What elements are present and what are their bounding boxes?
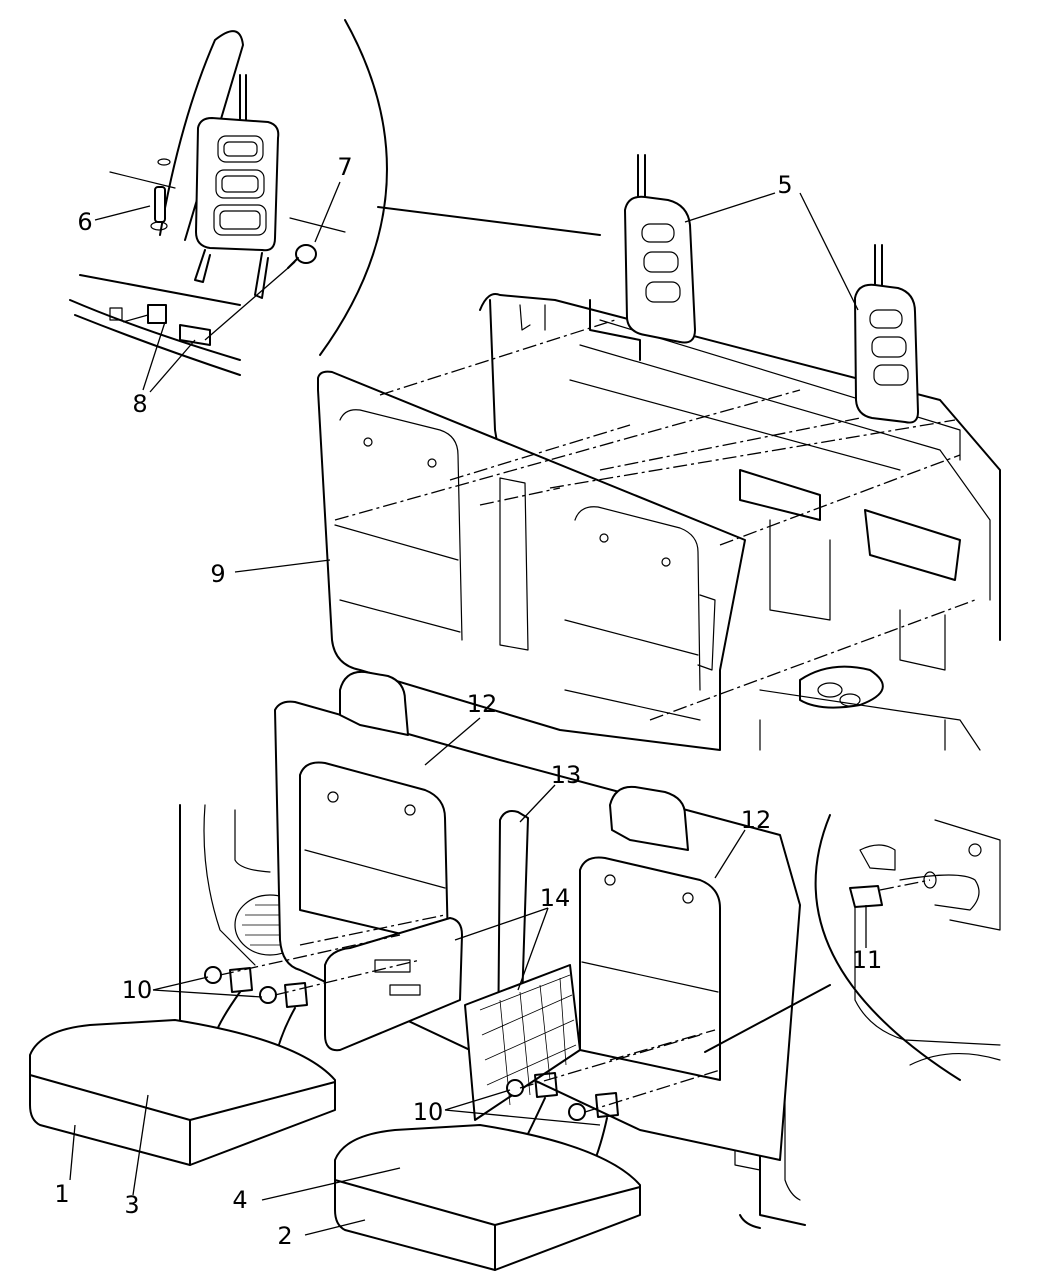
callout-8: 8 <box>132 390 147 418</box>
seat-back-12-left <box>299 761 449 946</box>
callout-5: 5 <box>777 171 792 199</box>
callout-9: 9 <box>210 560 225 588</box>
part-11-latch <box>849 885 883 908</box>
callout-14: 14 <box>540 884 571 912</box>
seat-back-12-right <box>579 856 721 1081</box>
headrest-detail <box>195 117 280 252</box>
part-10-nut-b <box>259 986 277 1004</box>
part-14-panel-right <box>464 964 581 1121</box>
headrest-sweep-outline <box>159 30 244 241</box>
callout-7: 7 <box>337 153 352 181</box>
upper-headrests <box>624 154 919 424</box>
seat-cushion-left <box>29 1019 336 1166</box>
part-7-bolt <box>295 244 317 264</box>
headrest-left <box>624 195 696 344</box>
callout-12-right: 12 <box>741 806 772 834</box>
inset-pointer-line <box>377 206 601 236</box>
part-10-nut-c <box>506 1079 524 1097</box>
part-14-panel-left <box>324 917 463 1052</box>
callout-6: 6 <box>77 208 92 236</box>
callout-12-left: 12 <box>467 690 498 718</box>
seat-cushion-right <box>334 1124 641 1271</box>
seat-back-panel <box>317 370 746 751</box>
inset-boundary-arc-lower <box>814 814 961 1081</box>
part-6-pin <box>154 186 166 223</box>
seat-back-open <box>204 670 801 1173</box>
callout-13: 13 <box>551 761 582 789</box>
inset-pointer-line-lower <box>704 984 831 1053</box>
callout-10-lower: 10 <box>413 1098 444 1126</box>
callout-3: 3 <box>124 1191 139 1219</box>
seat-back-assembly <box>317 319 976 751</box>
callout-1: 1 <box>54 1180 69 1208</box>
callout-4: 4 <box>232 1186 247 1214</box>
part-10-nut-d <box>568 1103 586 1121</box>
cab-frame <box>479 293 1001 751</box>
inset-boundary-arc <box>319 19 388 356</box>
leader-lines <box>69 192 859 1236</box>
callout-2: 2 <box>277 1222 292 1250</box>
callout-labels: 6 7 8 5 9 12 13 12 14 11 10 10 1 3 4 2 <box>54 153 882 1250</box>
latch-detail-inset <box>704 814 1001 1081</box>
headrest-right <box>854 283 919 424</box>
headrest-detail-inset <box>69 19 601 393</box>
seat-cushions <box>29 1019 641 1271</box>
part-10-nut-a <box>204 966 222 984</box>
seat-latch-left-a <box>229 967 253 993</box>
part-8-clip <box>147 304 167 324</box>
callout-11: 11 <box>852 946 883 974</box>
callout-10-upper: 10 <box>122 976 153 1004</box>
